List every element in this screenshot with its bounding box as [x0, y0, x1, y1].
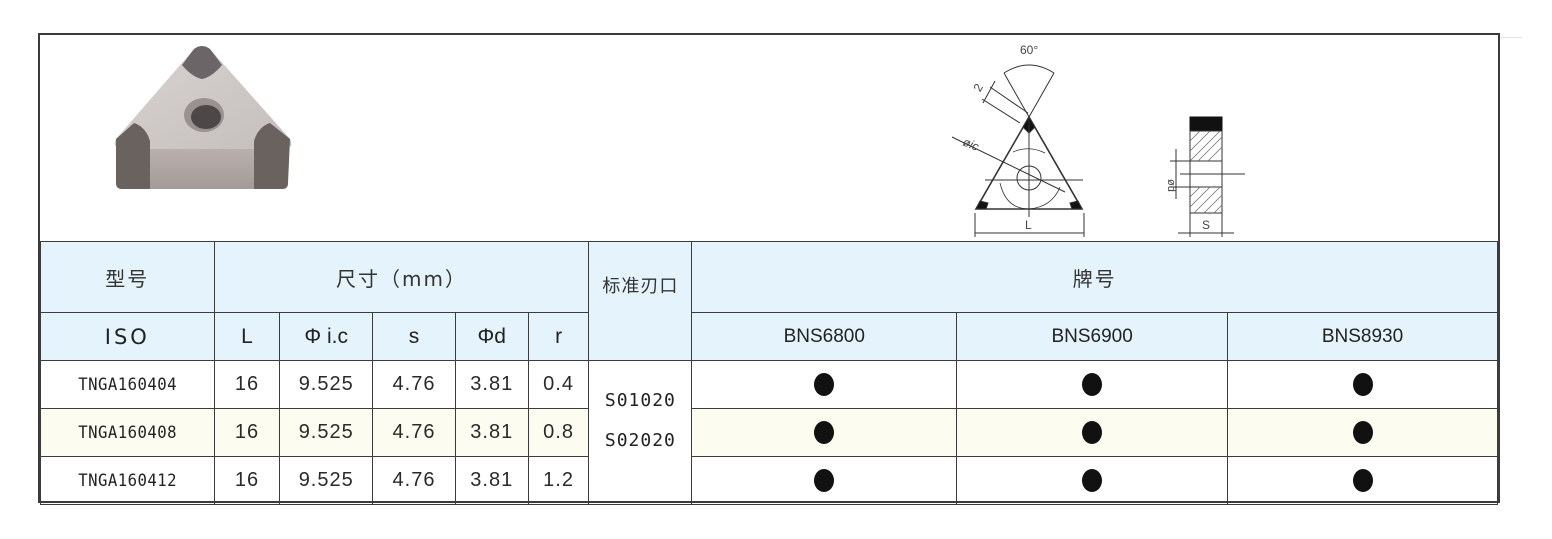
available-dot-icon — [1352, 373, 1373, 396]
svg-text:L: L — [1025, 218, 1032, 232]
table-row: TNGA160412 16 9.525 4.76 3.81 1.2 — [40, 456, 1498, 505]
table-row: TNGA160404 16 9.525 4.76 3.81 0.4 S01020… — [40, 360, 1498, 505]
available-dot-icon — [814, 373, 835, 396]
cell-r: 0.8 — [527, 408, 590, 457]
header-dimensions: 尺寸（mm） — [213, 241, 590, 313]
svg-text:øic: øic — [961, 135, 981, 154]
header-grade: 牌号 — [691, 241, 1498, 313]
table-row: TNGA160408 16 9.525 4.76 3.81 0.8 — [40, 408, 1498, 457]
available-dot-icon — [814, 469, 835, 492]
grade-availability-cell — [956, 456, 1229, 505]
cell-d: 3.81 — [454, 408, 529, 457]
available-dot-icon — [1352, 469, 1373, 492]
product-spec-sheet: 60° 2 øic L — [38, 33, 1500, 505]
standard-edge-value: S01020 — [604, 390, 676, 411]
cell-ic: 9.525 — [279, 456, 374, 505]
cell-ic: 9.525 — [279, 360, 374, 409]
available-dot-icon — [814, 421, 835, 444]
header-model: 型号 — [40, 241, 215, 313]
model-code: TNGA160408 — [77, 422, 177, 443]
cell-d: 3.81 — [454, 456, 529, 505]
header-iso: ISO — [40, 312, 215, 361]
svg-text:S: S — [1202, 218, 1210, 232]
model-code: TNGA160412 — [77, 470, 177, 491]
grade-availability-cell — [1227, 456, 1498, 505]
svg-text:ød: ød — [1165, 179, 1177, 192]
grade-availability-cell — [956, 360, 1229, 409]
cell-s: 4.76 — [372, 408, 456, 457]
header-standard-edge: 标准刃口 — [588, 241, 693, 361]
available-dot-icon — [1082, 469, 1103, 492]
available-dot-icon — [1352, 421, 1373, 444]
cell-r: 0.4 — [527, 360, 590, 409]
header-s: s — [372, 312, 456, 361]
cell-L: 16 — [213, 408, 281, 457]
cell-s: 4.76 — [372, 456, 456, 505]
grade-availability-cell — [691, 456, 958, 505]
cell-r: 1.2 — [527, 456, 590, 505]
decorative-line — [1500, 37, 1522, 38]
available-dot-icon — [1082, 373, 1103, 396]
svg-text:2: 2 — [970, 81, 986, 94]
header-L: L — [213, 312, 281, 361]
cell-L: 16 — [213, 360, 281, 409]
grade-availability-cell — [691, 408, 958, 457]
grade-availability-cell — [956, 408, 1229, 457]
header-grade-bns6800: BNS6800 — [691, 312, 958, 361]
available-dot-icon — [1082, 421, 1103, 444]
cell-ic: 9.525 — [279, 408, 374, 457]
cell-d: 3.81 — [454, 360, 529, 409]
insert-photo — [114, 46, 292, 189]
header-r: r — [527, 312, 590, 361]
cell-s: 4.76 — [372, 360, 456, 409]
model-code: TNGA160404 — [77, 374, 177, 395]
header-ic: Φ i.c — [279, 312, 374, 361]
grade-availability-cell — [1227, 360, 1498, 409]
cell-L: 16 — [213, 456, 281, 505]
standard-edge-value: S02020 — [604, 430, 676, 451]
header-grade-bns6900: BNS6900 — [956, 312, 1229, 361]
spec-table: 型号 尺寸（mm） 标准刃口 牌号 ISO L Φ i.c s Φd r BNS… — [40, 241, 1498, 505]
insert-technical-drawing: 60° 2 øic L — [951, 43, 1245, 237]
grade-availability-cell — [1227, 408, 1498, 457]
standard-edge-cell: S01020 S02020 — [588, 360, 693, 505]
grade-availability-cell — [691, 360, 958, 409]
header-grade-bns8930: BNS8930 — [1227, 312, 1498, 361]
image-area: 60° 2 øic L — [40, 35, 1498, 241]
svg-text:60°: 60° — [1020, 43, 1038, 57]
header-d: Φd — [454, 312, 529, 361]
